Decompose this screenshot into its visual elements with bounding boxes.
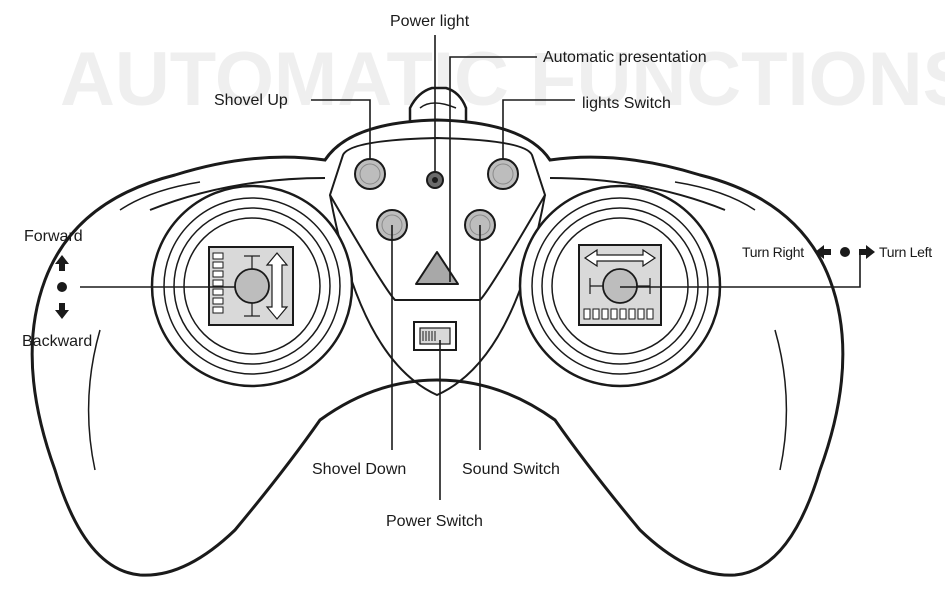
backward-arrow-icon — [55, 303, 69, 319]
turn-left-arrow-icon — [859, 245, 875, 259]
label-shovel-down: Shovel Down — [312, 461, 406, 478]
label-shovel-up: Shovel Up — [214, 92, 288, 109]
left-stick-ruler — [212, 252, 224, 314]
right-stick[interactable] — [518, 184, 722, 388]
left-stick-ring-3 — [173, 207, 331, 365]
label-backward: Backward — [22, 333, 92, 350]
label-sound-switch: Sound Switch — [462, 461, 560, 478]
leader-shovel-up — [311, 99, 371, 159]
turn-right-arrow-icon — [815, 245, 831, 259]
power-light-dot — [432, 177, 438, 183]
leader-turn — [620, 252, 861, 288]
right-neutral-dot-icon — [840, 247, 850, 257]
label-automatic-presentation: Automatic presentation — [543, 49, 707, 66]
right-stick-ring-2 — [531, 197, 709, 375]
leader-lines — [80, 35, 861, 500]
shovel-up-button-ring — [359, 163, 381, 185]
automatic-presentation-button[interactable] — [415, 251, 459, 285]
label-lights-switch: lights Switch — [582, 95, 671, 112]
forward-arrow-icon — [55, 255, 69, 271]
left-stick-ring-2 — [163, 197, 341, 375]
left-stick-knob[interactable] — [234, 268, 270, 304]
left-right-arrow-icon — [583, 248, 657, 268]
right-stick-ruler — [583, 308, 654, 320]
label-turn-right: Turn Right — [742, 244, 804, 260]
right-stick-ring-4 — [551, 217, 689, 355]
up-down-arrow-icon — [265, 252, 289, 320]
left-neutral-dot-icon — [57, 282, 67, 292]
lights-switch-button-ring — [492, 163, 514, 185]
shoulder-contours — [149, 177, 726, 211]
controller-inner-outline — [87, 181, 788, 471]
left-stick[interactable] — [150, 184, 354, 388]
power-switch-grip — [422, 331, 436, 341]
label-forward: Forward — [24, 228, 83, 245]
right-stick-ring-3 — [541, 207, 699, 365]
leader-lights-switch — [502, 99, 575, 159]
label-power-switch: Power Switch — [386, 513, 483, 530]
antenna — [408, 86, 468, 127]
left-stick-ring-4 — [183, 217, 321, 355]
right-stick-knob[interactable] — [602, 268, 638, 304]
leader-automatic-presentation — [449, 56, 537, 282]
label-turn-left: Turn Left — [879, 244, 932, 260]
label-power-light: Power light — [390, 13, 470, 30]
